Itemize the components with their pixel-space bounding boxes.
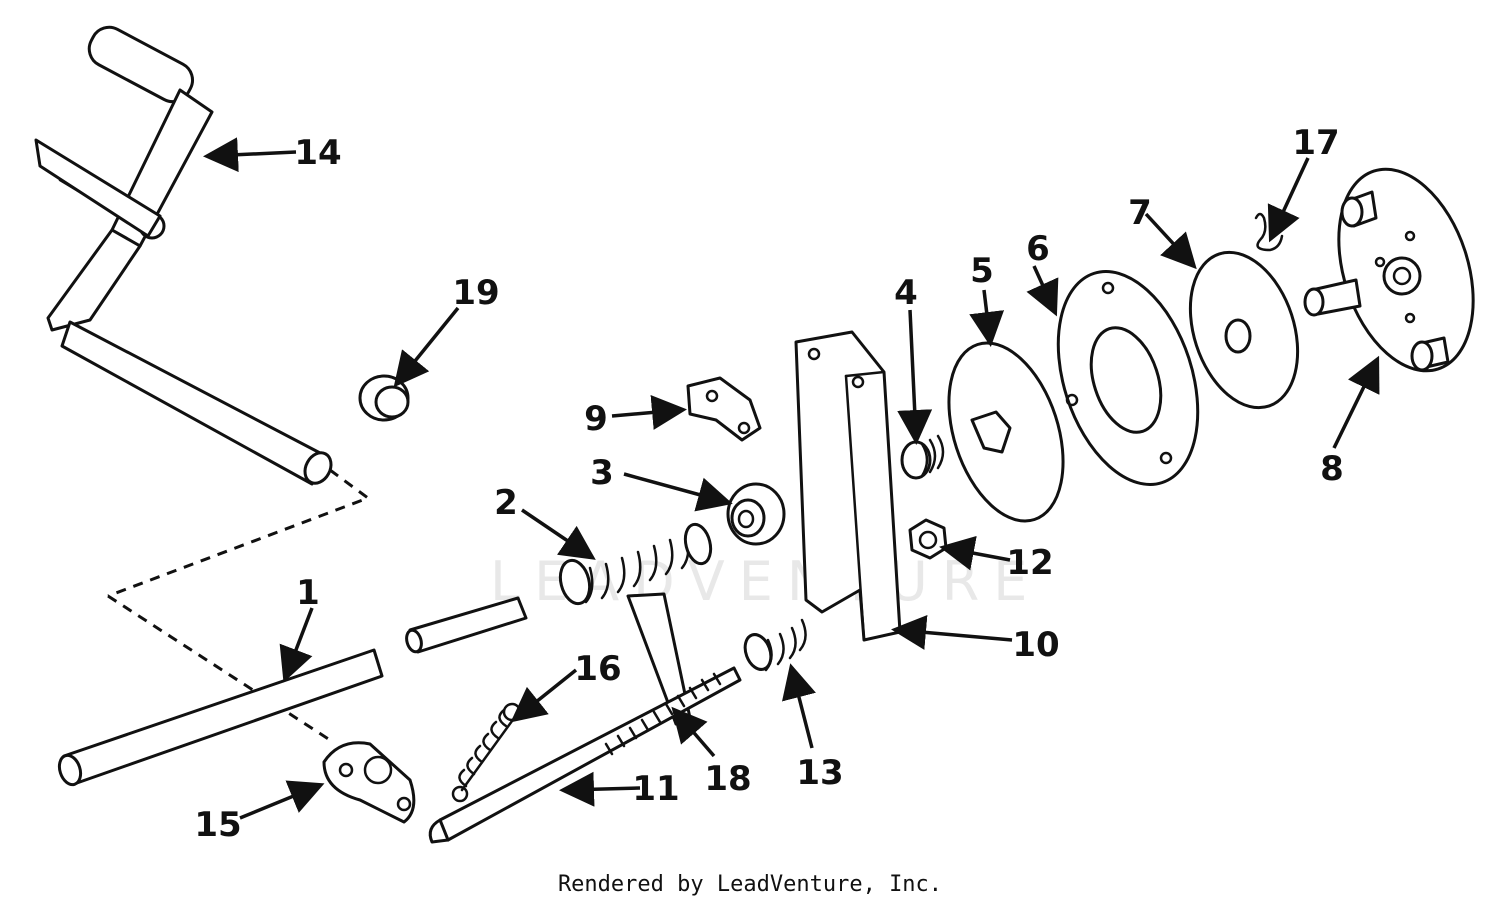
part-9-clip-bracket (686, 376, 762, 442)
leader-8 (1332, 355, 1380, 449)
leader-12 (939, 535, 1011, 571)
leader-14 (203, 137, 297, 173)
part-8-drive-plate (1303, 167, 1475, 373)
part-1-cross-shaft (57, 648, 384, 787)
leader-4 (897, 309, 933, 445)
callout-label-3: 3 (590, 453, 614, 493)
callout-label-16: 16 (574, 649, 621, 689)
leader-1 (279, 607, 314, 683)
leader-13 (782, 663, 816, 749)
callout-label-7: 7 (1128, 193, 1152, 233)
part-15-bracket (322, 741, 416, 824)
callout-label-13: 13 (796, 753, 843, 793)
credit-text: Rendered by LeadVenture, Inc. (557, 872, 943, 897)
callout-label-9: 9 (584, 399, 608, 439)
leader-2 (521, 508, 596, 560)
leader-10 (891, 615, 1013, 650)
callout-label-2: 2 (494, 483, 518, 523)
part-14-handle-lever (34, 25, 333, 486)
callout-label-4: 4 (894, 273, 918, 313)
callout-label-1: 1 (296, 573, 320, 613)
part-16-tension-spring (451, 702, 522, 803)
callout-label-12: 12 (1006, 543, 1053, 583)
leader-5 (969, 289, 1005, 347)
leader-19 (393, 306, 460, 388)
callout-label-5: 5 (970, 251, 994, 291)
part-19-bushing (358, 374, 410, 422)
leader-17 (1267, 157, 1310, 243)
part-3-bearing (726, 482, 786, 546)
callout-label-14: 14 (294, 133, 341, 173)
callout-label-8: 8 (1320, 449, 1344, 489)
callout-label-19: 19 (452, 273, 499, 313)
part-17-clip (1254, 212, 1284, 252)
leader-16 (510, 668, 578, 723)
part-6-ring-flange (1056, 270, 1200, 486)
leader-9 (611, 395, 687, 430)
leader-3 (623, 472, 733, 512)
leader-18 (671, 706, 716, 758)
part-11-threaded-rod (428, 666, 742, 844)
part-12-nut (908, 518, 948, 560)
roll-pin (405, 596, 528, 654)
part-4-small-spring (900, 434, 945, 480)
leader-11 (559, 771, 641, 807)
part-13-spring (743, 618, 807, 672)
callout-label-15: 15 (194, 805, 241, 845)
callout-label-6: 6 (1026, 229, 1050, 269)
part-10-channel-bracket (794, 330, 902, 642)
callout-label-11: 11 (632, 769, 679, 809)
callout-label-18: 18 (704, 759, 751, 799)
leader-15 (239, 780, 325, 820)
part-2-compression-spring (558, 522, 713, 606)
callout-label-10: 10 (1012, 625, 1059, 665)
callout-label-17: 17 (1292, 123, 1339, 163)
alignment-dash-upper (107, 468, 372, 598)
leader-6 (1026, 265, 1059, 317)
leader-7 (1144, 212, 1197, 270)
part-7-disc (1188, 250, 1300, 410)
alignment-dash-lower (107, 594, 331, 742)
